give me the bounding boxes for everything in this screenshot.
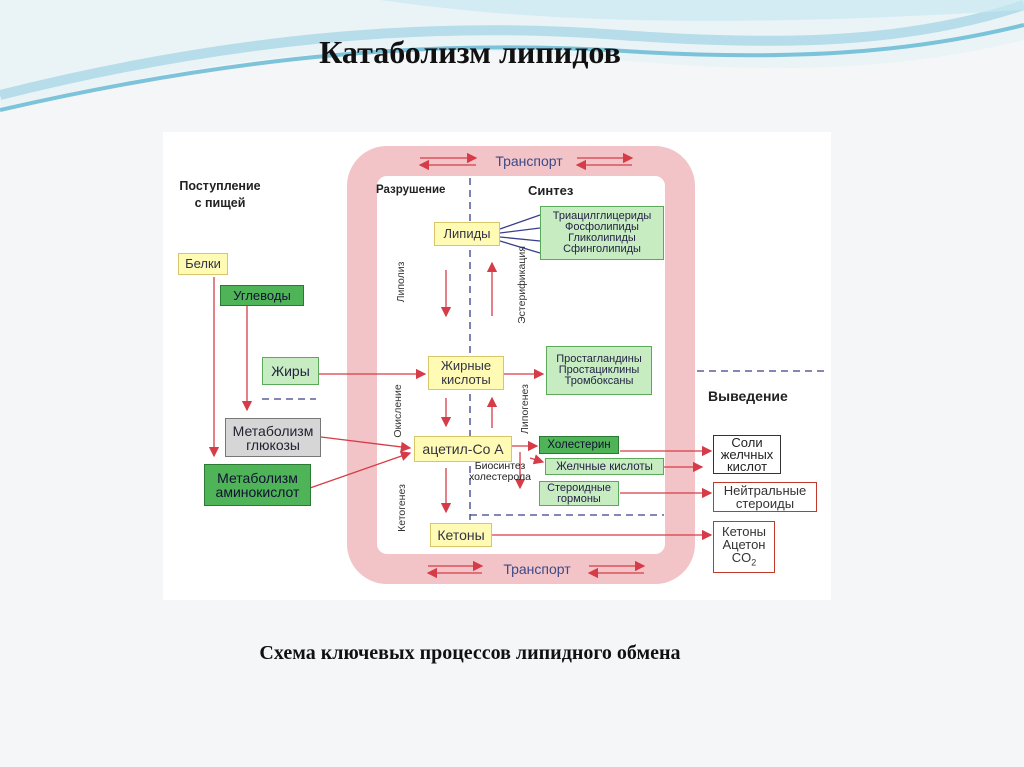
cholesterol-biosynthesis-line2: холестерола xyxy=(469,471,531,483)
oxidation-label: Окисление xyxy=(392,384,404,438)
fatty-acids-line1: Жирные xyxy=(440,358,492,373)
steroid-hormones-line1: Стероидные xyxy=(547,481,611,494)
neutral-steroids-line1: Нейтральные xyxy=(723,483,807,498)
ketones-out-line2: Ацетон xyxy=(722,536,766,552)
aminoacid-metabolism-line2: аминокислот xyxy=(215,484,300,500)
breakdown-label: Разрушение xyxy=(376,184,446,196)
ketones-box: Кетоны xyxy=(430,523,492,547)
bile-salts-line1: Соли xyxy=(731,434,763,450)
fats-box: Жиры xyxy=(262,357,319,385)
bile-salts-line3: кислот xyxy=(726,458,768,474)
aminoacid-metabolism-box: Метаболизм аминокислот xyxy=(204,464,311,506)
co2-subscript: 2 xyxy=(751,557,757,568)
eicosanoids-item: Простагландины xyxy=(556,353,642,365)
co2-base: CO xyxy=(731,549,752,565)
complex-lipids-item: Триацилглицериды xyxy=(552,210,652,222)
complex-lipids-item: Гликолипиды xyxy=(568,232,636,244)
excretion-label: Выведение xyxy=(708,388,788,404)
cholesterol-biosynthesis-line1: Биосинтез xyxy=(474,460,526,472)
transport-bottom-label: Транспорт xyxy=(503,561,571,577)
aminoacid-metabolism-line1: Метаболизм xyxy=(217,470,298,486)
proteins-box: Белки xyxy=(178,253,228,275)
complex-lipids-item: Фосфолипиды xyxy=(565,221,639,233)
steroid-hormones-box: Стероидные гормоны xyxy=(539,481,619,506)
glucose-metabolism-line2: глюкозы xyxy=(246,436,300,453)
intake-label-line1: Поступление xyxy=(179,179,261,193)
steroid-hormones-line2: гормоны xyxy=(557,492,601,505)
intake-label: Поступление с пищей xyxy=(165,178,275,212)
carbs-box: Углеводы xyxy=(220,285,304,306)
glucose-metabolism-box: Метаболизм глюкозы xyxy=(225,418,321,457)
complex-lipids-box: Триацилглицериды Фосфолипиды Гликолипиды… xyxy=(540,206,664,260)
synthesis-label: Синтез xyxy=(528,183,574,198)
eicosanoids-box: Простагландины Простациклины Тромбоксаны xyxy=(546,346,652,395)
bile-acids-box: Желчные кислоты xyxy=(545,458,664,475)
neutral-steroids-box: Нейтральные стероиды xyxy=(713,482,817,512)
intake-label-line2: с пищей xyxy=(194,196,246,210)
bile-salts-line2: желчных xyxy=(720,446,774,462)
glucose-metabolism-line1: Метаболизм xyxy=(232,422,314,439)
lipolysis-label: Липолиз xyxy=(395,261,407,303)
lipids-box: Липиды xyxy=(434,222,500,246)
fatty-acids-line2: кислоты xyxy=(441,372,491,387)
cell-frame xyxy=(347,146,695,584)
ketones-out-box: Кетоны Ацетон CO2 xyxy=(713,521,775,573)
lipogenesis-label: Липогенез xyxy=(519,384,531,434)
ketones-out-line3: CO2 xyxy=(732,551,757,570)
wave-header-decoration xyxy=(0,0,1024,112)
ketogenesis-label: Кетогенез xyxy=(396,484,408,532)
cholesterol-box: Холестерин xyxy=(539,436,619,454)
slide-caption: Схема ключевых процессов липидного обмен… xyxy=(259,642,681,664)
neutral-steroids-line2: стероиды xyxy=(735,496,795,511)
complex-lipids-item: Сфинголипиды xyxy=(563,243,641,255)
cholesterol-biosynthesis-label: Биосинтез холестерола xyxy=(458,461,542,483)
transport-top-label: Транспорт xyxy=(495,153,563,169)
esterification-label: Эстерификация xyxy=(516,246,528,324)
fatty-acids-box: Жирные кислоты xyxy=(428,356,504,390)
ketones-out-line1: Кетоны xyxy=(722,523,766,539)
acetyl-coa-box: ацетил-Со А xyxy=(414,436,512,462)
eicosanoids-item: Тромбоксаны xyxy=(564,375,634,387)
eicosanoids-item: Простациклины xyxy=(558,364,640,376)
slide-title: Катаболизм липидов xyxy=(319,34,621,70)
bile-salts-box: Соли желчных кислот xyxy=(713,435,781,474)
